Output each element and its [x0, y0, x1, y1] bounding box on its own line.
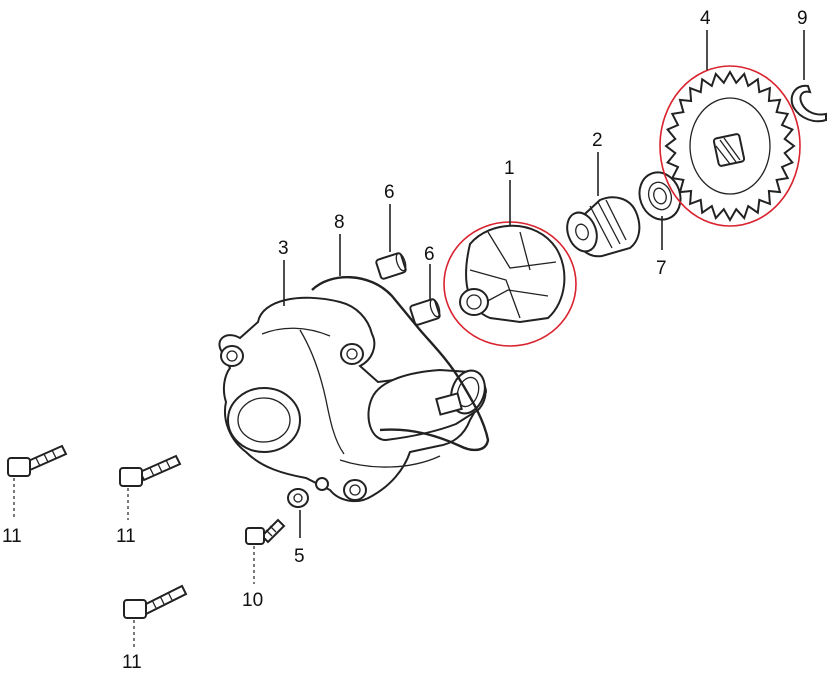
dowel-pin-upper: [375, 252, 407, 280]
callout-4: 4: [700, 8, 711, 29]
callout-10: 10: [242, 590, 263, 611]
pump-cover-housing: [218, 296, 488, 503]
driven-gear: [659, 65, 801, 227]
callout-8: 8: [334, 212, 345, 233]
mechanical-seal: [566, 196, 641, 258]
o-ring-gasket: [311, 276, 490, 452]
callout-6-upper: 6: [384, 182, 395, 203]
callout-1: 1: [504, 158, 515, 179]
oil-seal: [638, 171, 682, 221]
callout-11-bottom: 11: [122, 652, 142, 673]
washer: [287, 488, 309, 508]
callout-11-middle: 11: [116, 526, 136, 547]
callout-2: 2: [592, 130, 603, 151]
leader-lines: [13, 30, 805, 648]
bolt-long-left: [7, 444, 68, 477]
callout-11-left: 11: [2, 526, 22, 547]
bolt-long-bottom: [123, 584, 188, 619]
callout-3: 3: [278, 238, 289, 259]
callout-9: 9: [797, 8, 808, 29]
bolt-long-middle: [119, 454, 182, 487]
callout-6-lower: 6: [424, 244, 435, 265]
bolt-short: [245, 518, 286, 545]
impeller: [443, 221, 577, 347]
circlip: [790, 84, 827, 123]
callout-5: 5: [294, 546, 305, 567]
callout-7: 7: [656, 258, 667, 279]
dowel-pin-lower: [409, 298, 441, 326]
gear-highlight-ring: [659, 65, 801, 227]
